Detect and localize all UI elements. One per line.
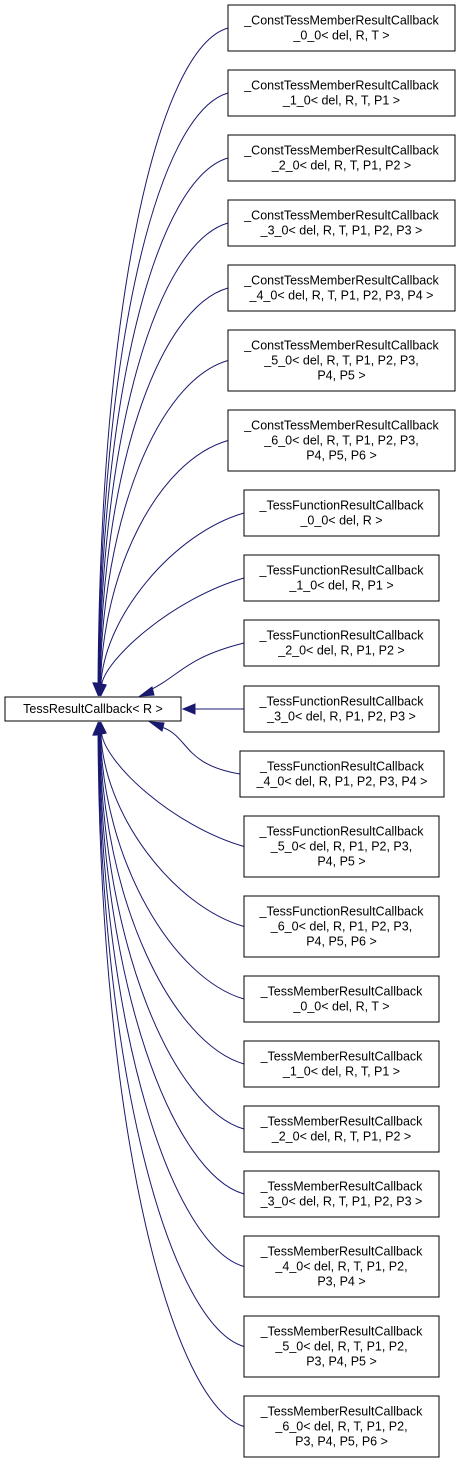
inheritance-edge <box>94 721 245 927</box>
base-class-node[interactable]: TessResultCallback< R > <box>4 696 182 722</box>
derived-class-label-line: _ConstTessMemberResultCallback <box>243 339 439 353</box>
inheritance-edge <box>95 577 245 697</box>
derived-class-nodes: _ConstTessMemberResultCallback_0_0< del,… <box>227 4 456 1458</box>
derived-class-label-line: _ConstTessMemberResultCallback <box>243 144 439 158</box>
derived-class-label-line: _TessMemberResultCallback <box>260 1050 424 1064</box>
derived-class-label-line: _4_0< del, R, T, P1, P2, <box>274 1260 407 1274</box>
inheritance-edge <box>181 703 244 715</box>
inheritance-edge <box>138 642 245 697</box>
derived-class-label-line: P3, P4 > <box>317 1275 365 1289</box>
derived-class-label-line: _TessFunctionResultCallback <box>259 629 425 643</box>
derived-class-label-line: P4, P5 > <box>317 855 365 869</box>
derived-class-node[interactable]: _TessMemberResultCallback_4_0< del, R, T… <box>243 1235 440 1298</box>
derived-class-node[interactable]: _TessFunctionResultCallback_5_0< del, R,… <box>243 815 440 878</box>
inheritance-edge <box>93 222 229 697</box>
arrowhead <box>181 703 196 715</box>
derived-class-label-line: _2_0< del, R, P1, P2 > <box>277 644 404 658</box>
derived-class-label-line: _TessMemberResultCallback <box>260 1180 424 1194</box>
derived-class-label-line: _2_0< del, R, T, P1, P2 > <box>271 159 411 173</box>
derived-class-label-line: _6_0< del, R, T, P1, P2, <box>274 1420 407 1434</box>
derived-class-label-line: _4_0< del, R, P1, P2, P3, P4 > <box>256 775 428 789</box>
derived-class-label-line: _6_0< del, R, P1, P2, P3, <box>270 920 412 934</box>
derived-class-node[interactable]: _TessFunctionResultCallback_1_0< del, R,… <box>243 554 440 602</box>
inheritance-edge <box>94 360 229 697</box>
inheritance-edge <box>92 721 245 1267</box>
derived-class-node[interactable]: _ConstTessMemberResultCallback_4_0< del,… <box>227 264 456 312</box>
derived-class-label-line: _5_0< del, R, P1, P2, P3, <box>270 840 412 854</box>
derived-class-label-line: _5_0< del, R, T, P1, P2, <box>274 1340 407 1354</box>
derived-class-label-line: _1_0< del, R, T, P1 > <box>282 94 400 108</box>
derived-class-label-line: _TessMemberResultCallback <box>260 1405 424 1419</box>
derived-class-label-line: _3_0< del, R, T, P1, P2, P3 > <box>260 224 423 238</box>
derived-class-node[interactable]: _TessMemberResultCallback_3_0< del, R, T… <box>243 1170 440 1218</box>
derived-class-node[interactable]: _TessMemberResultCallback_2_0< del, R, T… <box>243 1105 440 1153</box>
inheritance-edge <box>92 157 229 697</box>
inheritance-edge <box>94 440 229 697</box>
derived-class-label-line: _4_0< del, R, T, P1, P2, P3, P4 > <box>249 289 434 303</box>
arrowhead <box>92 721 104 736</box>
derived-class-label-line: _TessFunctionResultCallback <box>259 564 425 578</box>
inheritance-edge <box>148 721 241 775</box>
derived-class-label-line: P3, P4, P5, P6 > <box>295 1435 388 1449</box>
derived-class-node[interactable]: _ConstTessMemberResultCallback_3_0< del,… <box>227 199 456 247</box>
inheritance-edge <box>93 721 245 1130</box>
derived-class-label-line: _0_0< del, R > <box>299 514 382 528</box>
derived-class-label-line: _6_0< del, R, T, P1, P2, P3, <box>263 434 418 448</box>
inheritance-edges <box>92 27 245 1427</box>
derived-class-node[interactable]: _TessFunctionResultCallback_3_0< del, R,… <box>243 685 440 733</box>
derived-class-label-line: _ConstTessMemberResultCallback <box>243 209 439 223</box>
derived-class-label-line: _TessMemberResultCallback <box>260 1115 424 1129</box>
derived-class-label-line: _ConstTessMemberResultCallback <box>243 14 439 28</box>
derived-class-label-line: _ConstTessMemberResultCallback <box>243 419 439 433</box>
derived-class-label-line: _TessFunctionResultCallback <box>259 825 425 839</box>
derived-class-label-line: P4, P5, P6 > <box>306 935 377 949</box>
derived-class-label-line: P4, P5 > <box>317 369 365 383</box>
derived-class-label-line: _5_0< del, R, T, P1, P2, P3, <box>263 354 418 368</box>
derived-class-label-line: _TessFunctionResultCallback <box>259 760 425 774</box>
inheritance-edge <box>94 512 245 697</box>
derived-class-label-line: P3, P4, P5 > <box>306 1355 377 1369</box>
inheritance-edge <box>93 721 245 1195</box>
derived-class-label-line: _0_0< del, R, T > <box>292 1000 389 1014</box>
derived-class-node[interactable]: _TessFunctionResultCallback_4_0< del, R,… <box>239 750 445 798</box>
derived-class-label-line: P4, P5, P6 > <box>306 449 377 463</box>
inheritance-edge <box>92 721 245 1427</box>
derived-class-label-line: _ConstTessMemberResultCallback <box>243 274 439 288</box>
derived-class-node[interactable]: _TessFunctionResultCallback_6_0< del, R,… <box>243 895 440 958</box>
derived-class-node[interactable]: _ConstTessMemberResultCallback_6_0< del,… <box>227 409 456 472</box>
derived-class-node[interactable]: _ConstTessMemberResultCallback_5_0< del,… <box>227 329 456 392</box>
derived-class-node[interactable]: _TessMemberResultCallback_1_0< del, R, T… <box>243 1040 440 1088</box>
derived-class-node[interactable]: _ConstTessMemberResultCallback_1_0< del,… <box>227 69 456 117</box>
derived-class-node[interactable]: _ConstTessMemberResultCallback_0_0< del,… <box>227 4 456 52</box>
base-class-label: TessResultCallback< R > <box>23 702 163 716</box>
derived-class-label-line: _3_0< del, R, P1, P2, P3 > <box>266 710 416 724</box>
derived-class-node[interactable]: _ConstTessMemberResultCallback_2_0< del,… <box>227 134 456 182</box>
derived-class-label-line: _1_0< del, R, P1 > <box>288 579 393 593</box>
derived-class-label-line: _TessFunctionResultCallback <box>259 499 425 513</box>
derived-class-label-line: _TessMemberResultCallback <box>260 985 424 999</box>
derived-class-label-line: _0_0< del, R, T > <box>292 29 389 43</box>
derived-class-label-line: _3_0< del, R, T, P1, P2, P3 > <box>260 1195 423 1209</box>
inheritance-edge <box>92 92 229 697</box>
derived-class-node[interactable]: _TessMemberResultCallback_5_0< del, R, T… <box>243 1315 440 1378</box>
arrowhead <box>148 721 165 732</box>
derived-class-node[interactable]: _TessFunctionResultCallback_2_0< del, R,… <box>243 619 440 667</box>
derived-class-label-line: _TessFunctionResultCallback <box>259 695 425 709</box>
derived-class-label-line: _2_0< del, R, T, P1, P2 > <box>271 1130 411 1144</box>
derived-class-label-line: _TessMemberResultCallback <box>260 1325 424 1339</box>
derived-class-label-line: _1_0< del, R, T, P1 > <box>282 1065 400 1079</box>
derived-class-node[interactable]: _TessMemberResultCallback_6_0< del, R, T… <box>243 1395 440 1458</box>
derived-class-label-line: _TessMemberResultCallback <box>260 1245 424 1259</box>
derived-class-node[interactable]: _TessFunctionResultCallback_0_0< del, R … <box>243 489 440 537</box>
derived-class-label-line: _ConstTessMemberResultCallback <box>243 79 439 93</box>
derived-class-label-line: _TessFunctionResultCallback <box>259 905 425 919</box>
inheritance-edge <box>95 721 245 847</box>
arrowhead <box>95 682 107 697</box>
inheritance-edge <box>92 721 245 1347</box>
arrowhead <box>138 686 155 697</box>
derived-class-node[interactable]: _TessMemberResultCallback_0_0< del, R, T… <box>243 975 440 1023</box>
